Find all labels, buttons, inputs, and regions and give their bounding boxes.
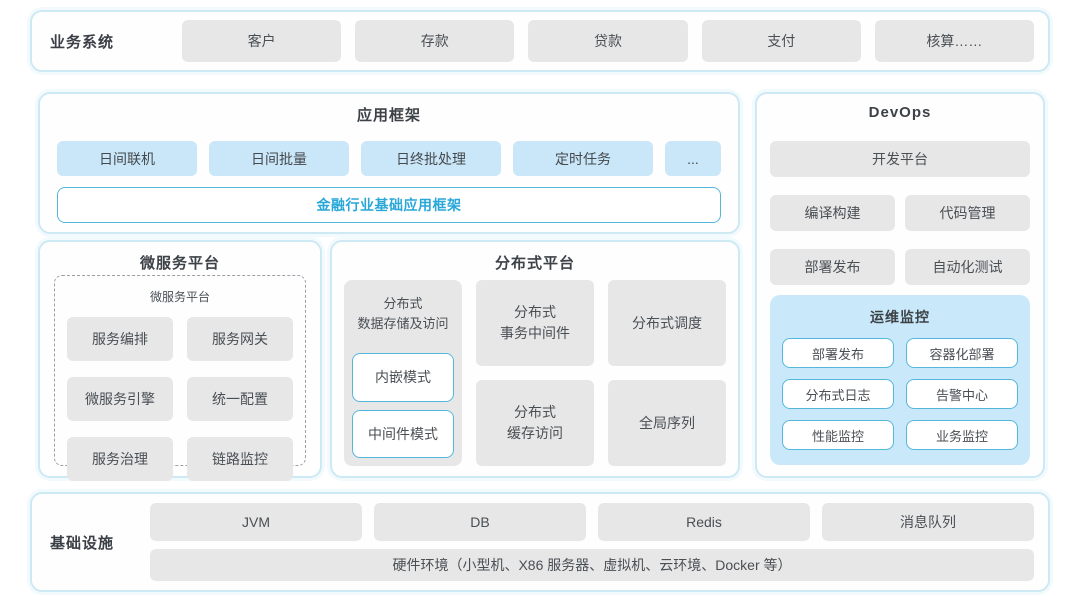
dist-item-cache-access: 分布式 缓存访问	[476, 380, 594, 466]
devops-item-build: 编译构建	[770, 195, 895, 231]
monitor-item-distributed-log: 分布式日志	[782, 379, 894, 409]
dist-item-transaction-middleware: 分布式 事务中间件	[476, 280, 594, 366]
infra-hardware-env: 硬件环境（小型机、X86 服务器、虚拟机、云环境、Docker 等）	[150, 549, 1034, 581]
infrastructure-band: 基础设施 JVM DB Redis 消息队列 硬件环境（小型机、X86 服务器、…	[30, 492, 1050, 592]
devops-title: DevOps	[868, 104, 932, 121]
micro-item-microservice-engine: 微服务引擎	[67, 377, 173, 421]
microservice-inner-group: 微服务平台 服务编排 服务网关 微服务引擎 统一配置 服务治理 链路监控	[54, 275, 306, 481]
app-item-daytime-batch: 日间批量	[209, 141, 349, 176]
financial-base-framework-box: 金融行业基础应用框架	[57, 187, 721, 223]
business-items-row: 客户 存款 贷款 支付 核算……	[182, 20, 1035, 62]
devops-grid: 编译构建 代码管理 部署发布 自动化测试	[770, 195, 1030, 285]
microservice-inner-title: 微服务平台	[149, 290, 210, 304]
storage-mode-middleware: 中间件模式	[352, 409, 454, 458]
infrastructure-label: 基础设施	[50, 534, 115, 552]
infra-item-redis: Redis	[598, 503, 810, 541]
app-framework-items-row: 日间联机 日间批量 日终批处理 定时任务 ...	[57, 141, 721, 176]
microservice-grid: 服务编排 服务网关 微服务引擎 统一配置 服务治理 链路监控	[67, 317, 293, 481]
storage-mode-embedded: 内嵌模式	[352, 353, 454, 402]
app-framework-title: 应用框架	[356, 107, 421, 124]
app-item-daytime-online: 日间联机	[57, 141, 197, 176]
distributed-storage-group: 分布式 数据存储及访问 内嵌模式 中间件模式	[344, 280, 462, 466]
infra-item-jvm: JVM	[150, 503, 362, 541]
monitor-item-deploy-release: 部署发布	[782, 338, 894, 368]
distributed-storage-column: 分布式 数据存储及访问 内嵌模式 中间件模式	[344, 280, 462, 466]
monitor-item-alert-center: 告警中心	[906, 379, 1018, 409]
dist-item-global-sequence: 全局序列	[608, 380, 726, 466]
business-item-deposit: 存款	[355, 20, 515, 62]
devops-item-deploy: 部署发布	[770, 249, 895, 285]
distributed-body: 分布式 数据存储及访问 内嵌模式 中间件模式 分布式 事务中间件 分布式 缓存访…	[344, 280, 726, 466]
app-item-scheduled-task: 定时任务	[513, 141, 653, 176]
business-system-label: 业务系统	[50, 33, 115, 51]
infra-item-mq: 消息队列	[822, 503, 1034, 541]
infra-item-db: DB	[374, 503, 586, 541]
distributed-platform-title: 分布式平台	[494, 255, 575, 272]
business-item-customer: 客户	[182, 20, 342, 62]
devops-dev-platform: 开发平台	[770, 141, 1030, 177]
micro-item-trace-monitoring: 链路监控	[187, 437, 293, 481]
app-item-more: ...	[665, 141, 721, 176]
microservice-platform-panel: 微服务平台 微服务平台 服务编排 服务网关 微服务引擎 统一配置 服务治理 链路…	[38, 240, 322, 481]
micro-item-service-orchestration: 服务编排	[67, 317, 173, 361]
business-item-payment: 支付	[701, 20, 861, 62]
devops-item-code-mgmt: 代码管理	[905, 195, 1030, 231]
business-item-loan: 贷款	[528, 20, 688, 62]
microservice-platform-title: 微服务平台	[139, 255, 220, 272]
ops-monitoring-grid: 部署发布 容器化部署 分布式日志 告警中心 性能监控 业务监控	[782, 338, 1018, 450]
micro-item-unified-config: 统一配置	[187, 377, 293, 421]
dist-item-scheduler: 分布式调度	[608, 280, 726, 366]
infrastructure-content: JVM DB Redis 消息队列 硬件环境（小型机、X86 服务器、虚拟机、云…	[150, 503, 1034, 581]
devops-panel: DevOps 开发平台 编译构建 代码管理 部署发布 自动化测试 运维监控 部署…	[755, 92, 1045, 478]
ops-monitoring-group: 运维监控 部署发布 容器化部署 分布式日志 告警中心 性能监控 业务监控	[770, 295, 1030, 465]
monitor-item-container-deploy: 容器化部署	[906, 338, 1018, 368]
monitor-item-perf-monitoring: 性能监控	[782, 420, 894, 450]
infrastructure-items-row: JVM DB Redis 消息队列	[150, 503, 1034, 541]
business-system-band: 业务系统 客户 存款 贷款 支付 核算……	[30, 10, 1050, 72]
app-item-eod-batch: 日终批处理	[361, 141, 501, 176]
distributed-middle-column: 分布式 事务中间件 分布式 缓存访问	[476, 280, 594, 466]
business-item-accounting: 核算……	[874, 20, 1035, 62]
app-framework-panel: 应用框架 日间联机 日间批量 日终批处理 定时任务 ... 金融行业基础应用框架	[38, 92, 740, 234]
micro-item-service-gateway: 服务网关	[187, 317, 293, 361]
devops-item-auto-test: 自动化测试	[905, 249, 1030, 285]
monitor-item-biz-monitoring: 业务监控	[906, 420, 1018, 450]
distributed-platform-panel: 分布式平台 分布式 数据存储及访问 内嵌模式 中间件模式 分布式 事务中间件 分…	[330, 240, 740, 478]
micro-item-service-governance: 服务治理	[67, 437, 173, 481]
ops-monitoring-title: 运维监控	[870, 309, 930, 325]
distributed-storage-title: 分布式 数据存储及访问	[357, 296, 449, 331]
distributed-right-column: 分布式调度 全局序列	[608, 280, 726, 466]
